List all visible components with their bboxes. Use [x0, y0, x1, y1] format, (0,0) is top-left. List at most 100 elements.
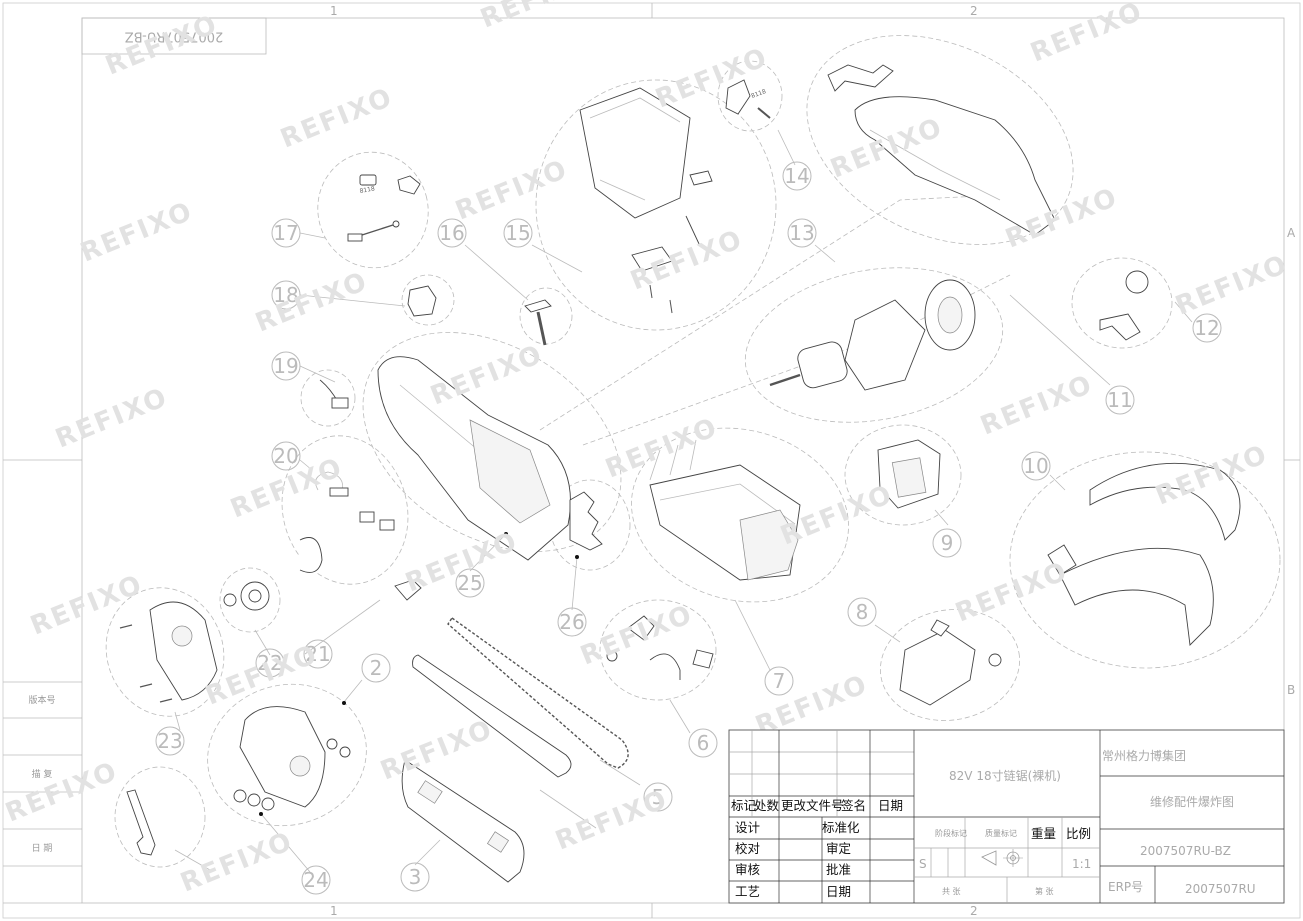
svg-text:5: 5 — [652, 785, 665, 809]
document-name: 维修配件爆炸图 — [1150, 794, 1234, 809]
watermark: REFIXO — [951, 556, 1072, 628]
callout-12: 12 — [1192, 313, 1222, 343]
drawing-number: 2007507RU-BZ — [1140, 844, 1231, 858]
watermark: REFIXO — [76, 196, 197, 268]
left-strip: 版本号 描 复 日 期 — [3, 681, 82, 904]
watermark: REFIXO — [1, 756, 122, 828]
svg-text:18: 18 — [273, 283, 298, 307]
leader-lines — [174, 129, 1193, 873]
watermark: REFIXO — [476, 0, 597, 34]
company-name: 常州格力博集团 — [1102, 748, 1186, 763]
callout-24: 24 — [301, 865, 331, 895]
scale-value: 1:1 — [1072, 857, 1091, 871]
watermark: REFIXO — [776, 479, 897, 551]
zone-bottom-1: 1 — [330, 904, 338, 918]
role-standard: 标准化 — [822, 820, 860, 835]
scale-label: 比例 — [1066, 826, 1091, 841]
callout-19: 19 — [271, 351, 301, 381]
product-name: 82V 18寸链锯(裸机) — [949, 768, 1061, 783]
header-count: 处数 — [754, 798, 780, 813]
weight-label: 重量 — [1031, 826, 1056, 841]
watermark: REFIXO — [576, 599, 697, 671]
role-process: 工艺 — [735, 884, 760, 899]
svg-text:23: 23 — [157, 729, 182, 753]
callout-2: 2 — [361, 653, 391, 683]
watermark: REFIXO — [251, 266, 372, 338]
zone-right-b: B — [1287, 683, 1295, 697]
zone-bottom-2: 2 — [970, 904, 978, 918]
erp-label: ERP号 — [1108, 880, 1143, 894]
callout-22: 22 — [255, 648, 285, 678]
svg-text:24: 24 — [303, 868, 328, 892]
watermark: REFIXO — [101, 9, 222, 81]
callout-26: 26 — [557, 607, 587, 637]
header-mark: 标记 — [731, 798, 757, 813]
svg-text:8: 8 — [856, 600, 869, 624]
watermark: REFIXO — [976, 369, 1097, 441]
svg-text:13: 13 — [789, 221, 814, 245]
role-authorize: 批准 — [826, 862, 851, 877]
svg-text:21: 21 — [305, 642, 330, 666]
svg-text:7: 7 — [773, 669, 786, 693]
watermark: REFIXO — [426, 339, 547, 411]
svg-text:25: 25 — [457, 571, 482, 595]
callout-6: 6 — [688, 728, 718, 758]
part-17-code-label: 8118 — [359, 185, 375, 195]
watermark: REFIXO — [626, 224, 747, 296]
header-change-doc: 更改文件号 — [781, 798, 844, 813]
role-approve: 审定 — [826, 841, 851, 856]
callout-3: 3 — [400, 862, 430, 892]
callout-10: 10 — [1021, 451, 1051, 481]
role-date: 日期 — [826, 884, 851, 899]
role-review: 审核 — [735, 862, 761, 877]
watermark: REFIXO — [376, 714, 497, 786]
projection-symbol-icon — [981, 849, 1023, 867]
callout-11: 11 — [1105, 385, 1135, 415]
watermark: REFIXO — [51, 382, 172, 454]
zone-top-2: 2 — [970, 4, 978, 18]
callout-7: 7 — [764, 666, 794, 696]
svg-text:11: 11 — [1107, 388, 1132, 412]
watermark: REFIXO — [176, 826, 297, 898]
part-14-code-label: 8118 — [750, 88, 767, 100]
callout-9: 9 — [932, 528, 962, 558]
header-signature: 签名 — [841, 798, 866, 813]
svg-text:12: 12 — [1194, 316, 1219, 340]
quality-mark-label: 质量标记 — [985, 828, 1017, 838]
svg-text:26: 26 — [559, 610, 584, 634]
watermark: REFIXO — [276, 82, 397, 154]
callout-8: 8 — [847, 597, 877, 627]
svg-text:10: 10 — [1023, 454, 1048, 478]
watermark: REFIXO — [551, 784, 672, 856]
callouts: 2 3 5 6 7 8 9 10 11 12 13 14 15 16 17 18… — [155, 161, 1222, 895]
left-strip-version: 版本号 — [28, 694, 55, 706]
callout-25: 25 — [455, 568, 485, 598]
callout-16: 16 — [437, 218, 467, 248]
header-date: 日期 — [878, 798, 903, 813]
zone-top-1: 1 — [330, 4, 338, 18]
callout-23: 23 — [155, 726, 185, 756]
sheet-number: 第 张 — [1035, 886, 1054, 896]
svg-text:19: 19 — [273, 354, 298, 378]
left-strip-trace: 描 复 — [32, 768, 53, 780]
callout-20: 20 — [271, 441, 301, 471]
callout-18: 18 — [271, 280, 301, 310]
callout-21: 21 — [303, 639, 333, 669]
callout-17: 17 — [271, 218, 301, 248]
part-art: 8118 — [119, 64, 1241, 883]
watermark: REFIXO — [451, 154, 572, 226]
svg-text:22: 22 — [257, 651, 282, 675]
svg-text:9: 9 — [941, 531, 954, 555]
left-strip-date: 日 期 — [32, 843, 53, 854]
role-design: 设计 — [735, 820, 760, 835]
part-group-outlines — [105, 35, 1281, 868]
svg-text:16: 16 — [439, 221, 464, 245]
zone-right-a: A — [1287, 226, 1296, 240]
mirrored-stamp-text: 2007507RU-BZ — [125, 29, 224, 44]
stage-value: S — [919, 857, 927, 871]
title-block: 标记 处数 更改文件号 签名 日期 设计 校对 审核 工艺 标准化 审定 批准 … — [728, 729, 1285, 904]
callout-13: 13 — [787, 218, 817, 248]
mirrored-stamp-box: 2007507RU-BZ — [81, 17, 267, 55]
